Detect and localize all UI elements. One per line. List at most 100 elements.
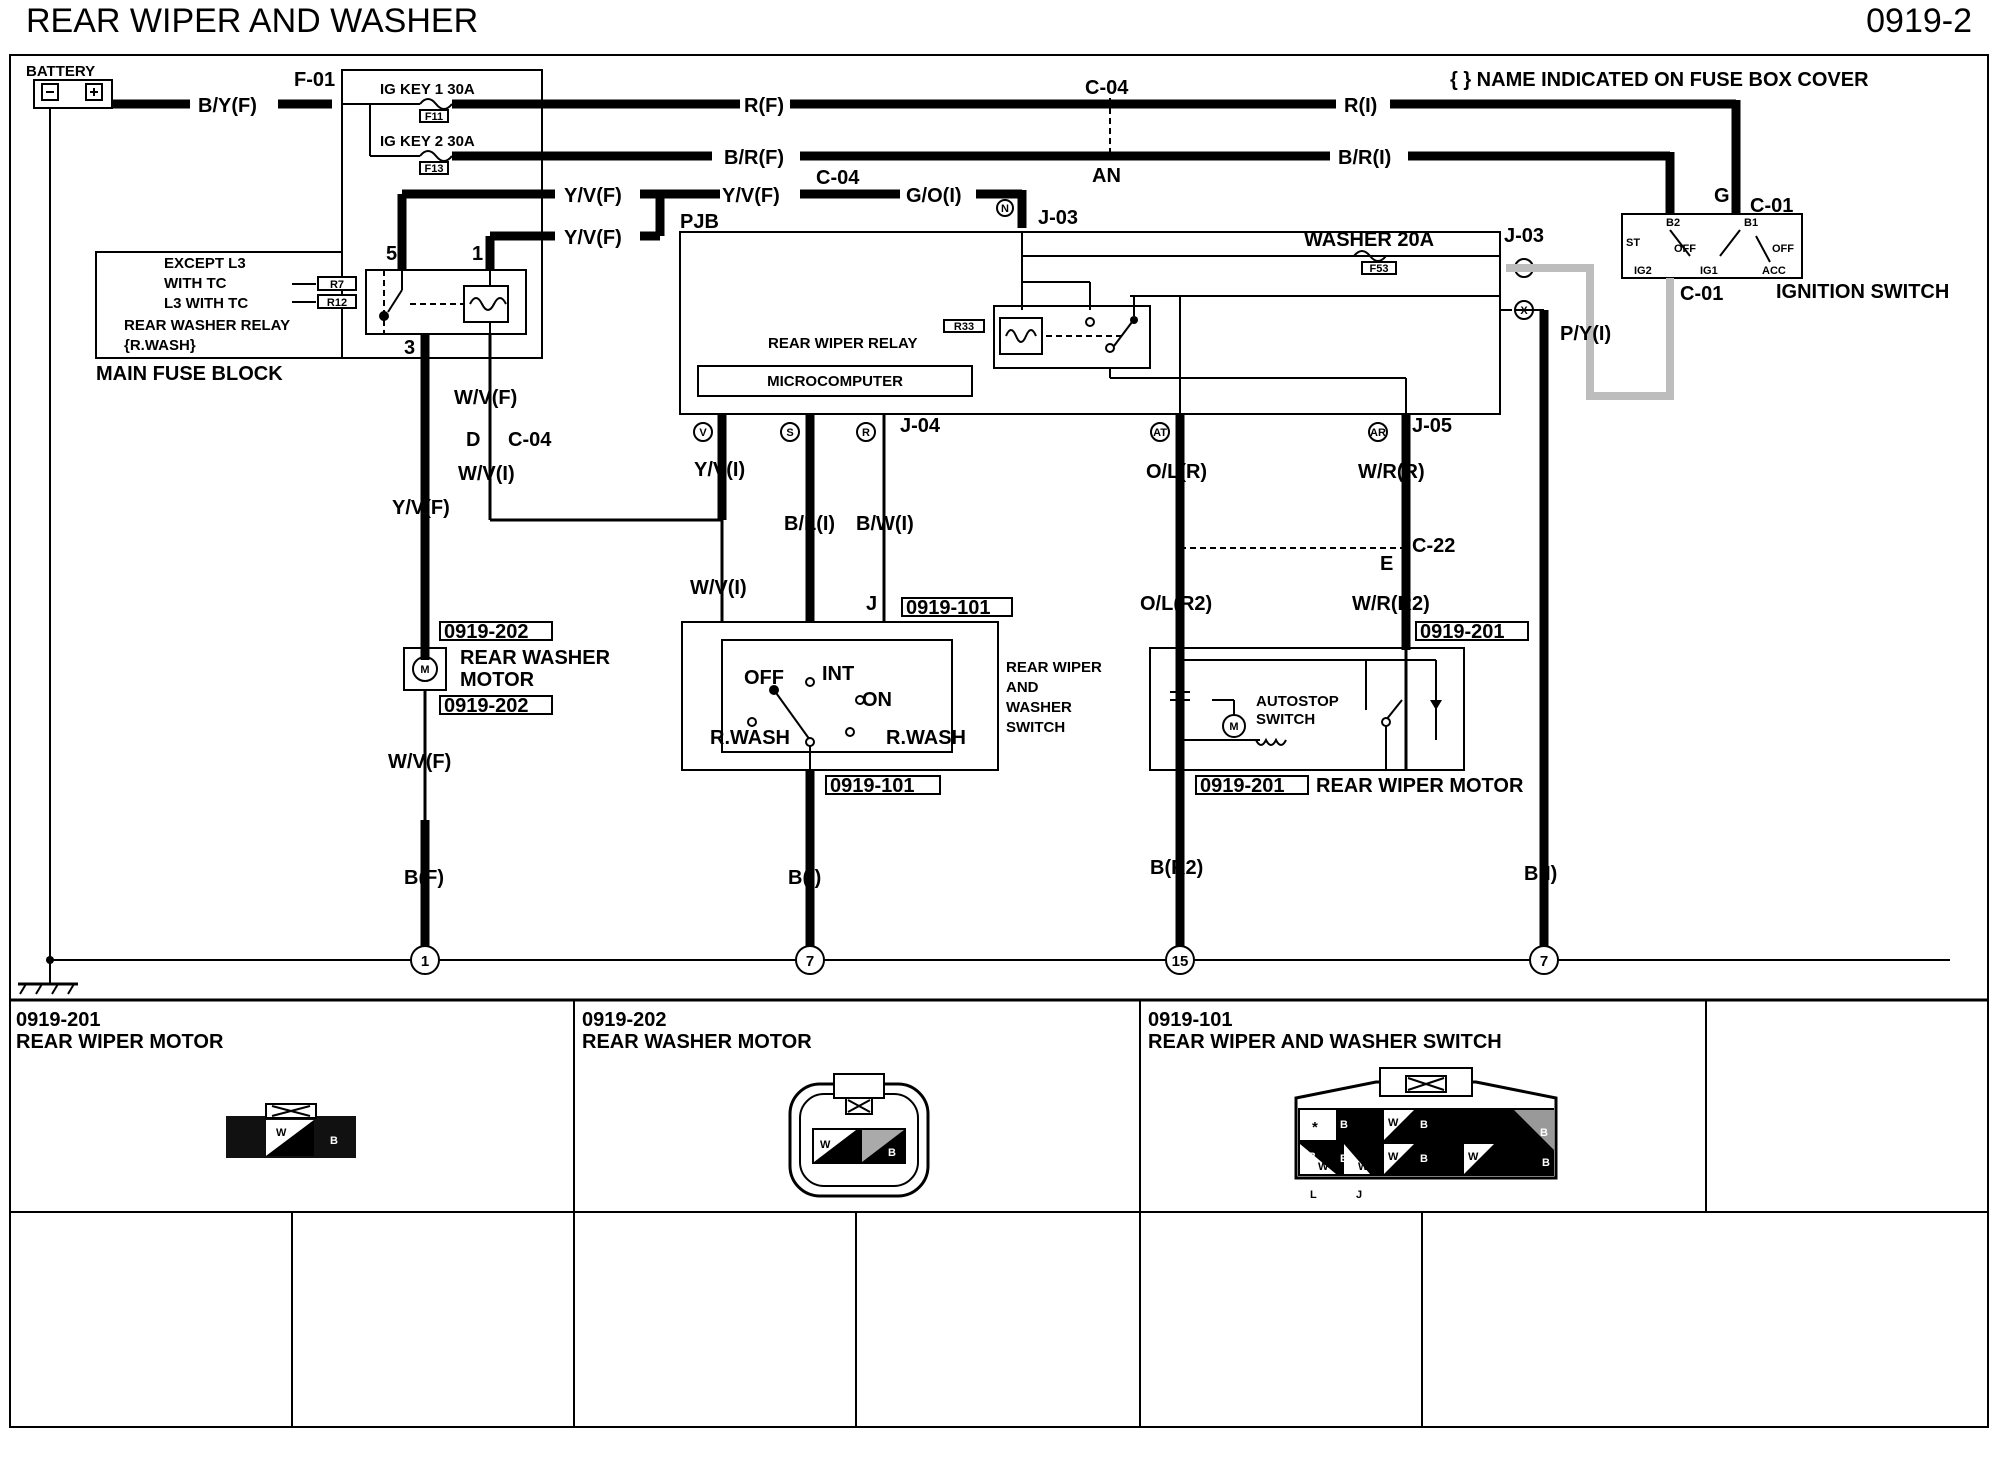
connector-c04-mid: C-04 bbox=[816, 167, 860, 189]
connector-pin-e: E bbox=[1380, 553, 1393, 575]
pin-v: V bbox=[699, 427, 707, 439]
table-name-3: REAR WIPER AND WASHER SWITCH bbox=[1148, 1031, 1502, 1053]
wire-label-r-i: R(I) bbox=[1344, 95, 1377, 117]
terminal-b-101-g: B bbox=[1340, 1153, 1348, 1165]
wire-label-go-i: G/O(I) bbox=[906, 185, 962, 207]
ign-ig1-label: IG1 bbox=[1700, 265, 1718, 277]
wire-label-wv-i-1: W/V(I) bbox=[458, 463, 515, 485]
switch-label-3: WASHER bbox=[1006, 699, 1072, 716]
r33-label: R33 bbox=[954, 321, 974, 333]
connector-c04-top: C-04 bbox=[1085, 77, 1129, 99]
table-code-3: 0919-101 bbox=[1148, 1009, 1233, 1031]
main-fuse-block-label: MAIN FUSE BLOCK bbox=[96, 363, 283, 385]
terminal-w-101-a: W bbox=[1388, 1117, 1399, 1129]
wire-label-b-i-1: B(I) bbox=[788, 867, 821, 889]
pin-ar: AR bbox=[1370, 427, 1386, 439]
pjb-box bbox=[679, 231, 1501, 415]
ground-label-1: 1 bbox=[421, 953, 429, 970]
fuse-f13-label: F13 bbox=[425, 163, 444, 175]
battery-label: BATTERY bbox=[26, 63, 95, 80]
r-wash-brace-label: {R.WASH} bbox=[124, 337, 196, 354]
connector-c01-top: C-01 bbox=[1750, 195, 1793, 217]
r7-label: R7 bbox=[330, 279, 344, 291]
relay-pin-3: 3 bbox=[404, 337, 415, 359]
wire-label-by-f: B/Y(F) bbox=[198, 95, 257, 117]
terminal-b-202: B bbox=[888, 1147, 896, 1159]
ignition-switch-box bbox=[1621, 213, 1803, 279]
wire-label-wv-f-1: W/V(F) bbox=[454, 387, 517, 409]
ign-b2-label: B2 bbox=[1666, 217, 1680, 229]
pin-at: AT bbox=[1153, 427, 1167, 439]
fuse-f53-label: F53 bbox=[1370, 263, 1389, 275]
ref-0919-101-a: 0919-101 bbox=[906, 597, 991, 619]
washer-fuse-label: WASHER 20A bbox=[1304, 229, 1434, 251]
ref-0919-201-a: 0919-201 bbox=[1420, 621, 1505, 643]
connector-j03-right: J-03 bbox=[1504, 225, 1544, 247]
except-l3-label: EXCEPT L3 bbox=[164, 255, 246, 272]
wire-py-i bbox=[1506, 264, 1674, 400]
switch-label-2: AND bbox=[1006, 679, 1039, 696]
rear-wiper-relay-box bbox=[993, 305, 1151, 369]
connector-c22: C-22 bbox=[1412, 535, 1455, 557]
terminal-w-101-e: W bbox=[1468, 1151, 1479, 1163]
relay-pin-1: 1 bbox=[472, 243, 483, 265]
connector-0919-202-image: W B bbox=[788, 1073, 930, 1198]
battery-symbol bbox=[33, 79, 113, 109]
terminal-b-101-b: B bbox=[1542, 1157, 1550, 1169]
wire-label-yv-f-2: Y/V(F) bbox=[564, 227, 622, 249]
rear-washer-relay-label: REAR WASHER RELAY bbox=[124, 317, 290, 334]
terminal-b-201: B bbox=[330, 1135, 338, 1147]
connector-j05: J-05 bbox=[1412, 415, 1452, 437]
table-code-1: 0919-201 bbox=[16, 1009, 101, 1031]
battery-neg-terminal bbox=[41, 83, 59, 101]
wire-label-wr-r: W/R(R) bbox=[1358, 461, 1425, 483]
wire-label-bl-i: B/L(I) bbox=[784, 513, 835, 535]
wire-label-b-f: B(F) bbox=[404, 867, 444, 889]
ground-point-1 bbox=[410, 945, 440, 975]
pin-r: R bbox=[862, 427, 870, 439]
rear-wiper-relay-label: REAR WIPER RELAY bbox=[768, 335, 917, 352]
connector-c04-low: C-04 bbox=[508, 429, 552, 451]
ignition-switch-label: IGNITION SWITCH bbox=[1776, 281, 1949, 303]
switch-int-label: INT bbox=[822, 663, 854, 685]
r12-label: R12 bbox=[327, 297, 347, 309]
connector-f01: F-01 bbox=[294, 69, 335, 91]
ign-acc-label: ACC bbox=[1762, 265, 1786, 277]
terminal-b-101-d: B bbox=[1340, 1119, 1348, 1131]
battery-pos-terminal bbox=[85, 83, 103, 101]
switch-rwash-label-2: R.WASH bbox=[886, 727, 966, 749]
page-code: 0919-2 bbox=[1866, 2, 1972, 40]
wire-label-wv-f-2: W/V(F) bbox=[388, 751, 451, 773]
wire-label-b-r2: B(R2) bbox=[1150, 857, 1203, 879]
connector-0919-201-image: W B bbox=[226, 1103, 356, 1158]
ground-point-7b bbox=[1529, 945, 1559, 975]
switch-label-4: SWITCH bbox=[1006, 719, 1065, 736]
connector-c01-bottom: C-01 bbox=[1680, 283, 1723, 305]
with-tc-label: WITH TC bbox=[164, 275, 227, 292]
terminal-w-101-b: W bbox=[1318, 1161, 1329, 1173]
rear-washer-relay-box bbox=[365, 269, 527, 335]
connector-pin-d: D bbox=[466, 429, 480, 451]
terminal-b-101-c: B bbox=[1308, 1151, 1316, 1163]
diagram-frame bbox=[9, 54, 1989, 1428]
ign-off-label-2: OFF bbox=[1772, 243, 1794, 255]
wire-label-yv-f-1: Y/V(F) bbox=[564, 185, 622, 207]
ig-key2-label: IG KEY 2 30A bbox=[380, 133, 475, 150]
autostop-label-1: AUTOSTOP bbox=[1256, 693, 1339, 710]
ground-label-7b: 7 bbox=[1540, 953, 1548, 970]
wire-label-py-i: P/Y(I) bbox=[1560, 323, 1611, 345]
connector-j03-top: J-03 bbox=[1038, 207, 1078, 229]
ign-b1-label: B1 bbox=[1744, 217, 1758, 229]
terminal-b-101-f: B bbox=[1420, 1153, 1428, 1165]
legend-note: { } NAME INDICATED ON FUSE BOX COVER bbox=[1450, 69, 1869, 91]
autostop-label-2: SWITCH bbox=[1256, 711, 1315, 728]
ground-point-7a bbox=[795, 945, 825, 975]
rear-wiper-motor-box bbox=[1149, 647, 1465, 771]
table-name-1: REAR WIPER MOTOR bbox=[16, 1031, 224, 1053]
table-code-2: 0919-202 bbox=[582, 1009, 667, 1031]
ref-0919-202-b: 0919-202 bbox=[444, 695, 529, 717]
rear-washer-motor-label-2: MOTOR bbox=[460, 669, 535, 691]
wire-label-yv-f-3: Y/V(F) bbox=[722, 185, 780, 207]
wire-label-br-f: B/R(F) bbox=[724, 147, 784, 169]
